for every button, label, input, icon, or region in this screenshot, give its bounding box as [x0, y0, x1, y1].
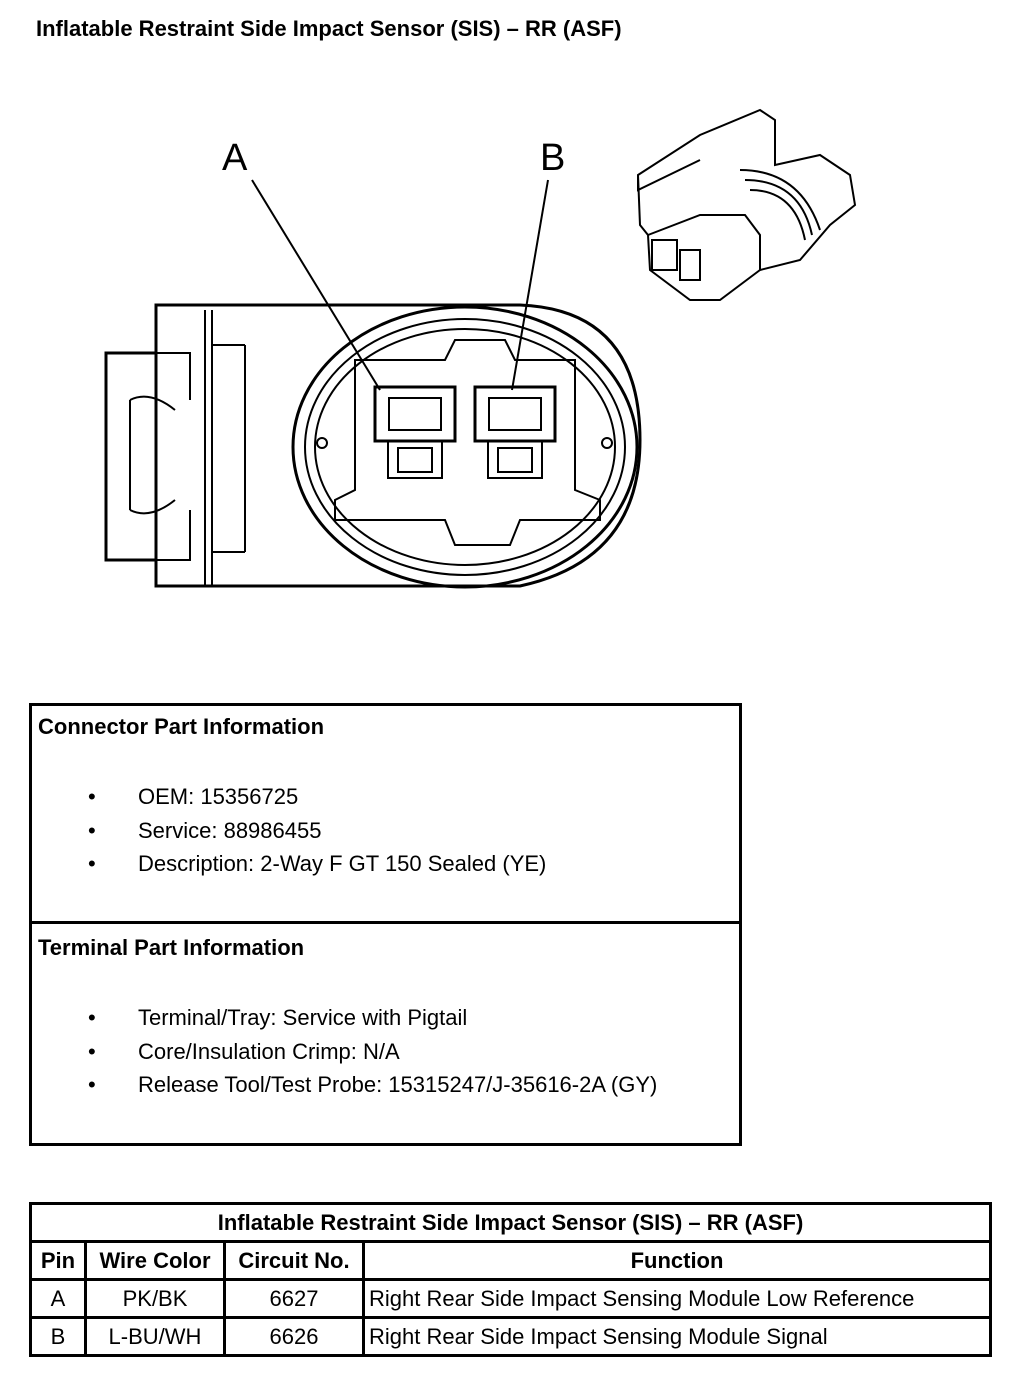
list-item: Service: 88986455	[32, 818, 546, 852]
table-header-row: Pin Wire Color Circuit No. Function	[29, 1240, 992, 1281]
list-item: Description: 2-Way F GT 150 Sealed (YE)	[32, 851, 546, 885]
table-row: B L-BU/WH 6626 Right Rear Side Impact Se…	[29, 1316, 992, 1357]
page-title: Inflatable Restraint Side Impact Sensor …	[36, 16, 622, 41]
connector-body	[154, 303, 642, 588]
connector-info-list: OEM: 15356725 Service: 88986455 Descript…	[32, 784, 546, 885]
header-function: Function	[362, 1240, 992, 1281]
cell-wire-color: L-BU/WH	[84, 1316, 226, 1357]
connector-info-section: Connector Part Information OEM: 15356725…	[32, 706, 739, 924]
terminal-b	[473, 385, 557, 443]
cell-function: Right Rear Side Impact Sensing Module Lo…	[362, 1278, 992, 1319]
cell-circuit-no: 6627	[223, 1278, 365, 1319]
connector-thumbnail	[636, 108, 857, 301]
terminal-cavity	[334, 339, 601, 546]
pinout-table: Inflatable Restraint Side Impact Sensor …	[29, 1202, 992, 1357]
cell-pin: B	[29, 1316, 87, 1357]
cell-wire-color: PK/BK	[84, 1278, 226, 1319]
leader-line-b	[511, 179, 549, 391]
list-item: Terminal/Tray: Service with Pigtail	[32, 1005, 657, 1039]
list-item: Release Tool/Test Probe: 15315247/J-3561…	[32, 1072, 657, 1106]
header-circuit-no: Circuit No.	[223, 1240, 365, 1281]
list-item: Core/Insulation Crimp: N/A	[32, 1039, 657, 1073]
connector-info-heading: Connector Part Information	[38, 714, 325, 739]
seal-ring-outer	[291, 305, 639, 589]
header-pin: Pin	[29, 1240, 87, 1281]
cell-circuit-no: 6626	[223, 1316, 365, 1357]
table-caption: Inflatable Restraint Side Impact Sensor …	[29, 1202, 992, 1243]
terminal-info-heading: Terminal Part Information	[38, 935, 305, 960]
terminal-a	[373, 385, 457, 443]
leader-line-a	[251, 179, 381, 391]
table-row: A PK/BK 6627 Right Rear Side Impact Sens…	[29, 1278, 992, 1319]
list-item: OEM: 15356725	[32, 784, 546, 818]
cell-function: Right Rear Side Impact Sensing Module Si…	[362, 1316, 992, 1357]
cell-pin: A	[29, 1278, 87, 1319]
part-info-box: Connector Part Information OEM: 15356725…	[29, 703, 742, 1146]
terminal-info-section: Terminal Part Information Terminal/Tray:…	[32, 927, 739, 1143]
pin-label-a: A	[222, 137, 248, 179]
header-wire-color: Wire Color	[84, 1240, 226, 1281]
terminal-info-list: Terminal/Tray: Service with Pigtail Core…	[32, 1005, 657, 1106]
pin-label-b: B	[540, 137, 565, 179]
connector-diagram: A B	[104, 108, 857, 589]
